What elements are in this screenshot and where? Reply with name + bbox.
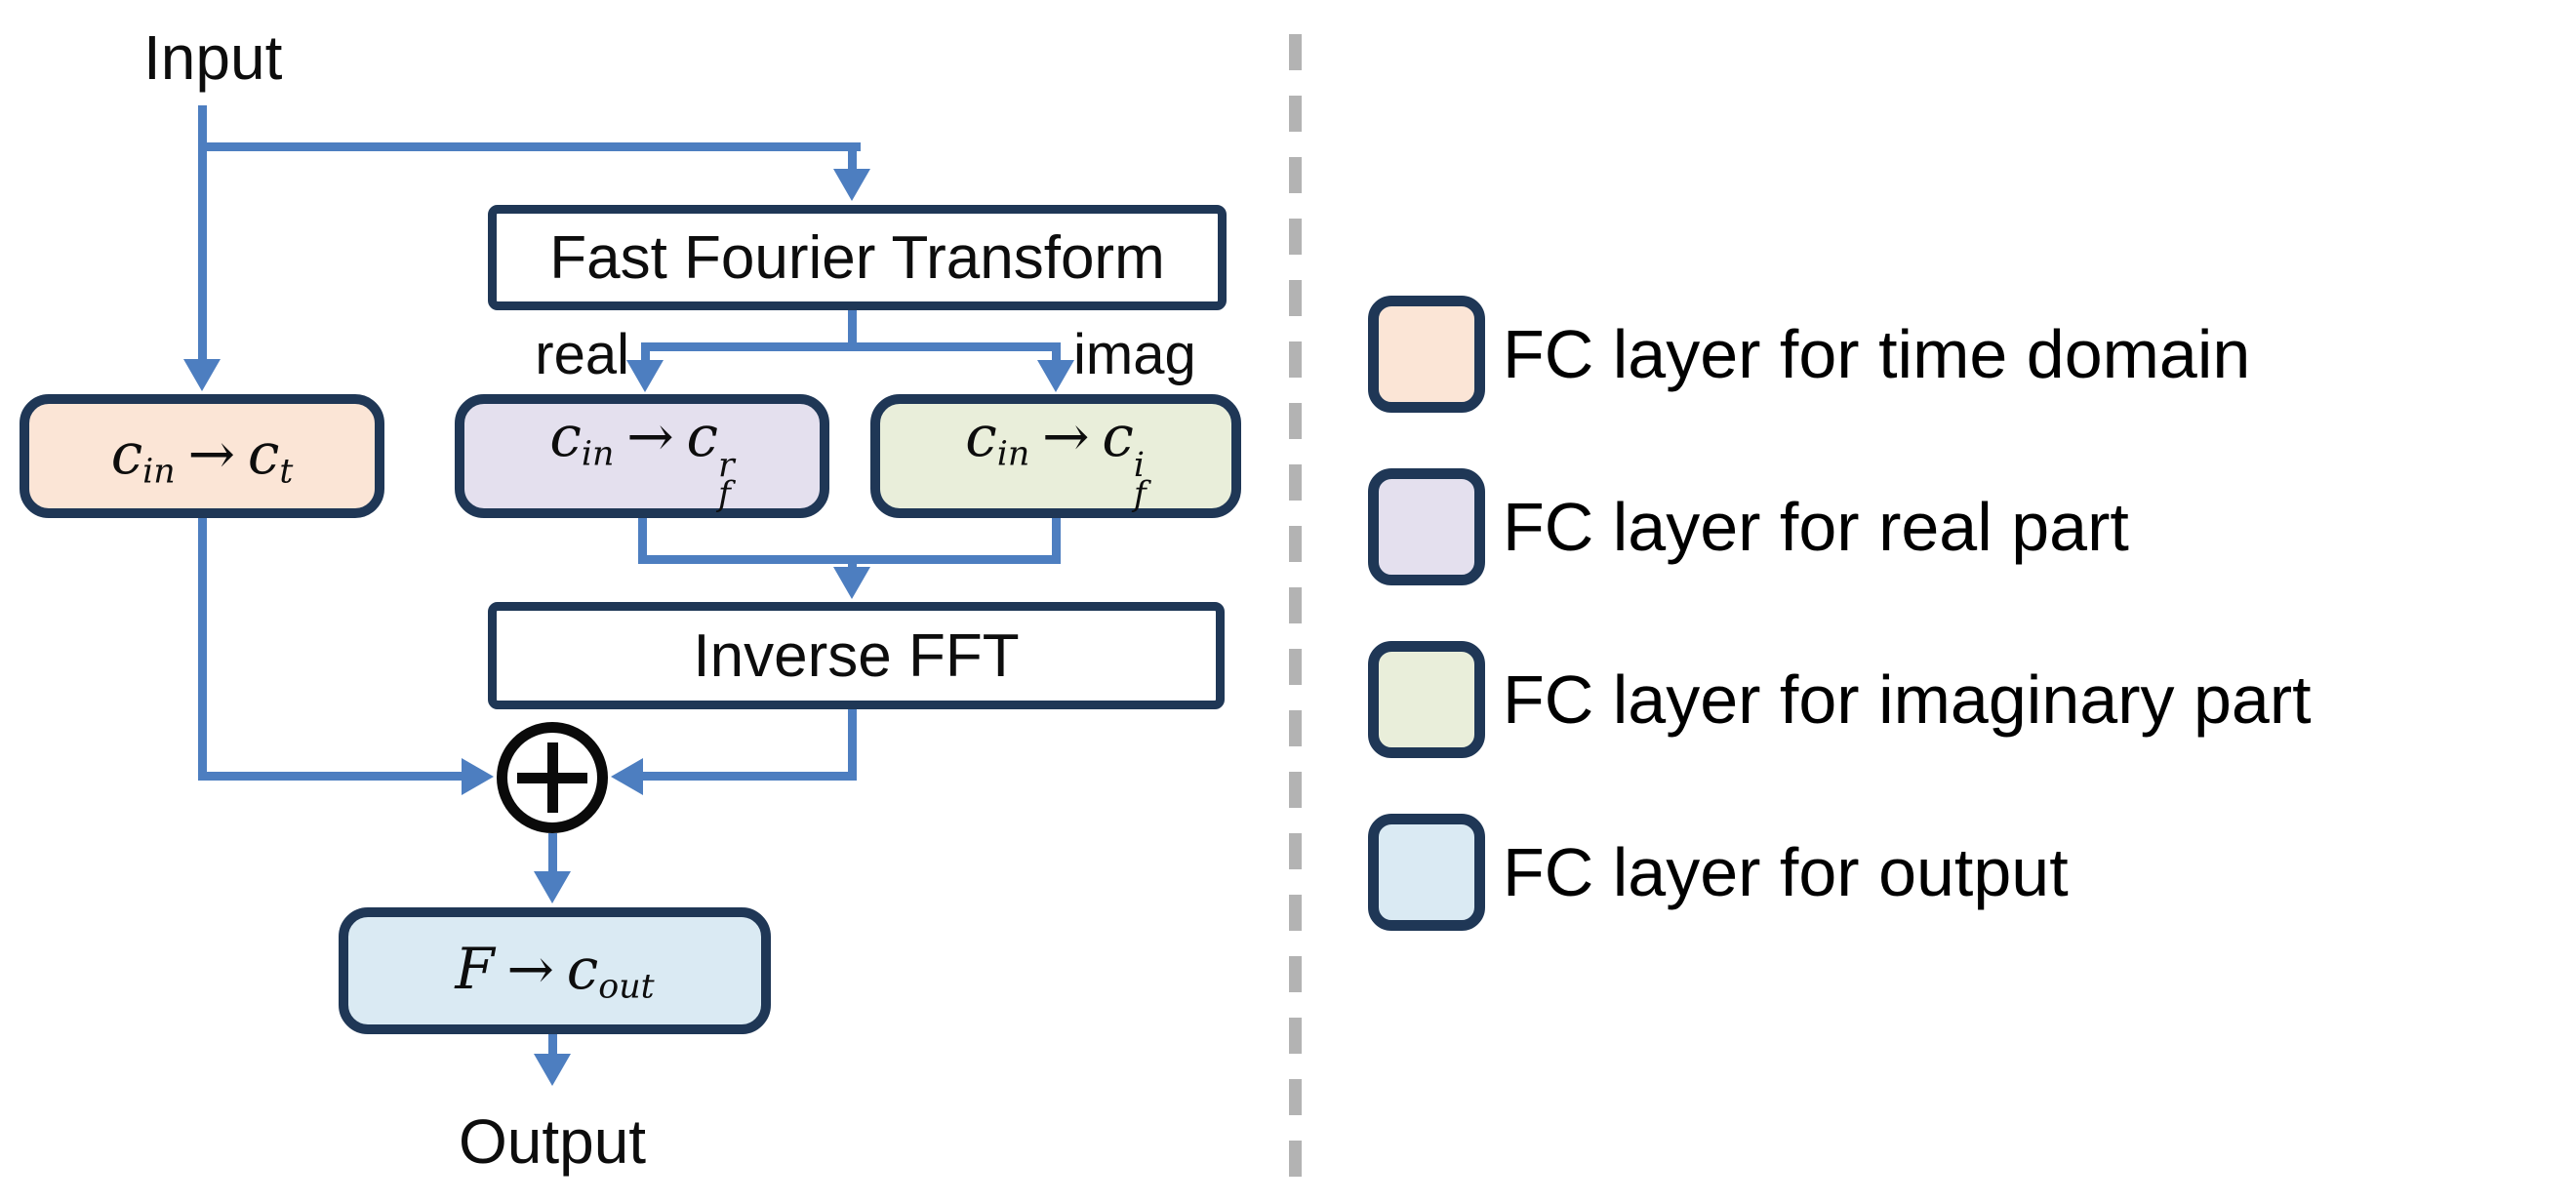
merge-drop-line	[848, 555, 857, 571]
plus-icon-vbar	[546, 742, 558, 813]
ifft-to-sum-head	[611, 758, 643, 795]
imag-branch-label: imag	[1073, 323, 1196, 386]
legend-swatch-real	[1368, 468, 1485, 585]
sum-node-icon	[497, 722, 608, 833]
legend-swatch-output	[1368, 814, 1485, 931]
fc-output-box: F→cout	[339, 907, 771, 1034]
legend-swatch-imag	[1368, 641, 1485, 758]
time-to-sum-vline	[198, 518, 207, 781]
legend-label-real: FC layer for real part	[1503, 489, 2129, 565]
sum-to-out-head	[534, 871, 571, 903]
time-to-sum-hline	[198, 772, 466, 781]
output-label: Output	[458, 1106, 647, 1177]
arrow-input-to-fft-vline	[848, 142, 857, 172]
imag-drop-line	[1052, 342, 1061, 364]
arrow-input-to-fft-head	[833, 169, 870, 201]
fc-time-box: cin→ct	[20, 394, 384, 518]
arrow-input-to-time-fc-line	[198, 105, 207, 361]
real-merge-stub	[638, 518, 647, 564]
imag-drop-head	[1037, 360, 1074, 392]
legend-item-real: FC layer for real part	[1368, 468, 2312, 585]
legend-swatch-time	[1368, 296, 1485, 413]
legend-label-imag: FC layer for imaginary part	[1503, 662, 2312, 738]
out-arrow-line	[548, 1034, 557, 1057]
legend-item-output: FC layer for output	[1368, 814, 2312, 931]
real-drop-line	[641, 342, 650, 364]
ifft-box-label: Inverse FFT	[693, 622, 1020, 690]
arrow-input-to-time-fc-head	[183, 359, 221, 391]
split-bar	[641, 342, 1061, 351]
fft-out-stub	[848, 310, 857, 351]
fc-time-label: cin→ct	[110, 421, 294, 492]
sum-to-out-line	[548, 833, 557, 874]
fft-box: Fast Fourier Transform	[488, 205, 1227, 310]
ifft-to-sum-vline	[848, 709, 857, 781]
legend: FC layer for time domain FC layer for re…	[1368, 296, 2312, 986]
real-drop-head	[626, 360, 664, 392]
legend-item-time: FC layer for time domain	[1368, 296, 2312, 413]
ifft-to-sum-hline	[639, 772, 857, 781]
section-divider-dashed-line	[1289, 34, 1302, 1178]
merge-drop-head	[833, 567, 870, 599]
legend-item-imag: FC layer for imaginary part	[1368, 641, 2312, 758]
fft-box-label: Fast Fourier Transform	[549, 223, 1165, 292]
fc-output-label: F→cout	[455, 935, 655, 1007]
time-to-sum-head	[462, 758, 494, 795]
imag-merge-stub	[1052, 518, 1061, 564]
legend-label-time: FC layer for time domain	[1503, 316, 2251, 392]
out-arrow-head	[534, 1054, 571, 1086]
legend-label-output: FC layer for output	[1503, 834, 2069, 910]
input-label: Input	[143, 22, 283, 93]
arrow-input-to-fft-hline	[198, 142, 861, 151]
real-branch-label: real	[535, 323, 629, 386]
ifft-box: Inverse FFT	[488, 602, 1225, 709]
